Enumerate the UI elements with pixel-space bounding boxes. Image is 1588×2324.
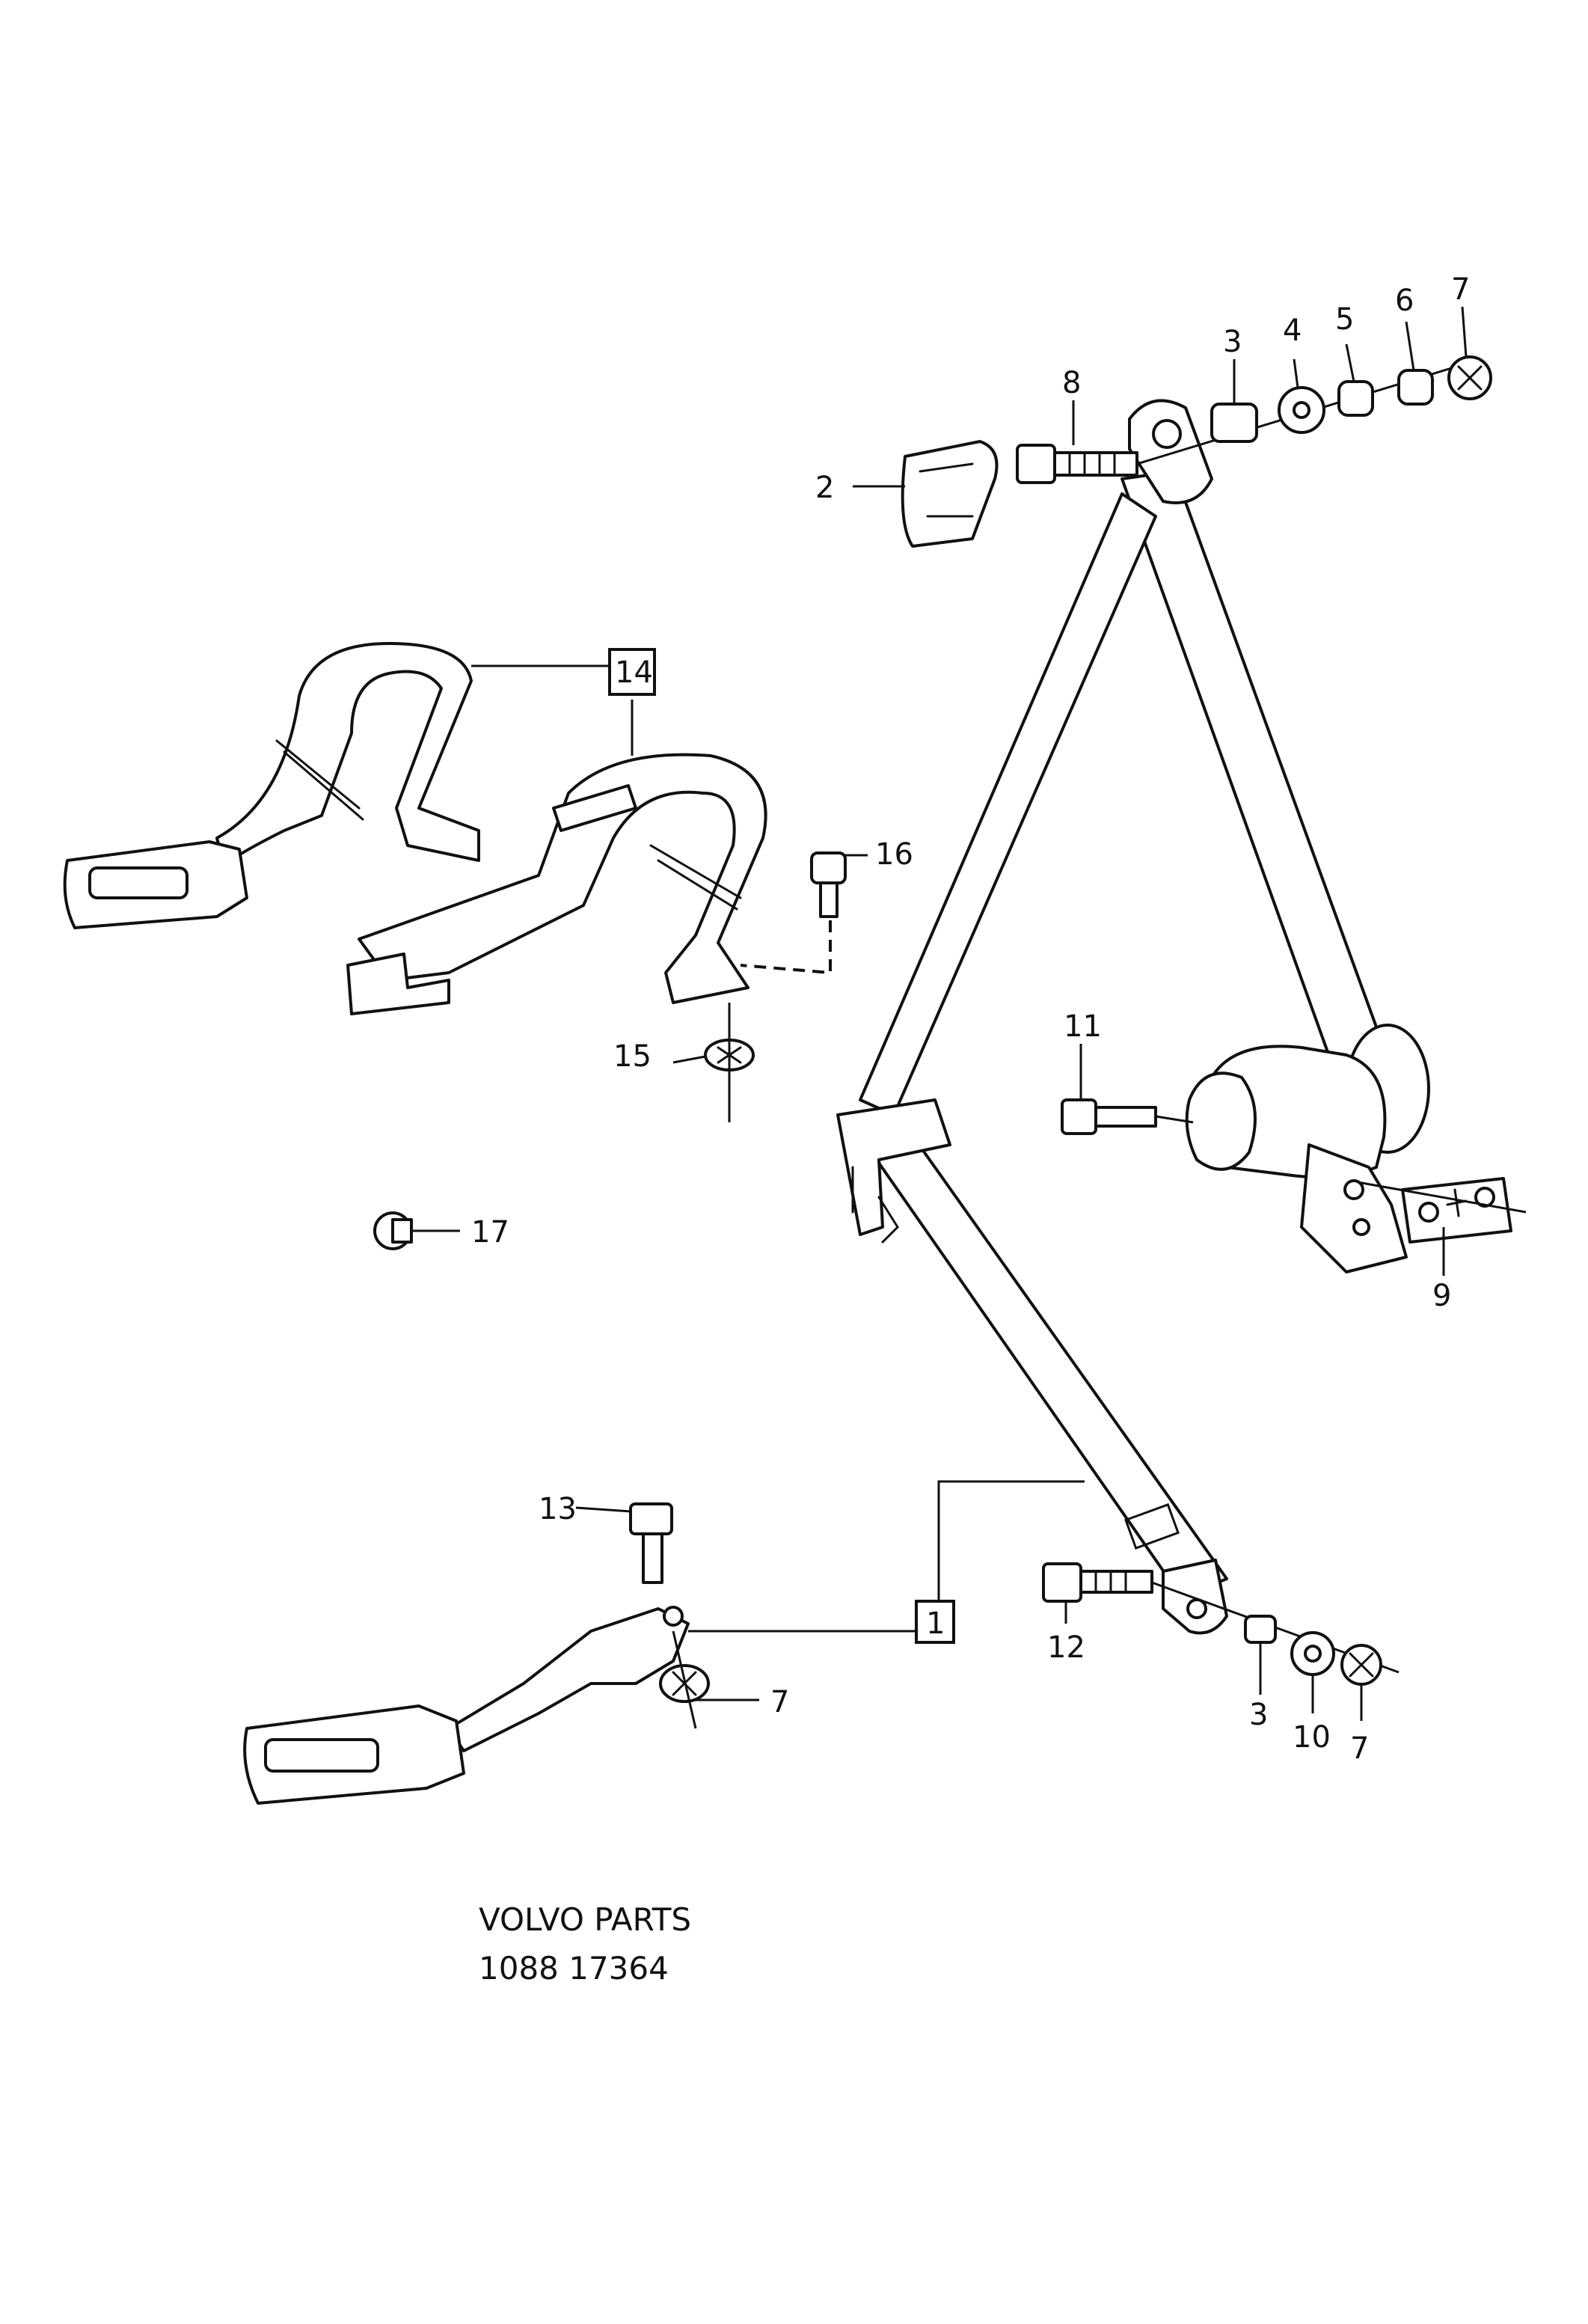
belt-webbing-front [859,492,1157,1116]
spacer [1337,380,1374,417]
lower-clip-nut [1340,1644,1382,1686]
callout-13: 13 [539,1492,577,1526]
center-belt-strap-left [215,642,480,869]
retractor-bolt [1061,1098,1194,1135]
center-belt-clip-nut [704,1003,755,1122]
center-belt-strap-right [358,753,767,1004]
callout-10: 10 [1293,1720,1331,1755]
lower-anchor-plate [1162,1559,1228,1635]
belt-webbing-shoulder [1121,470,1385,1064]
belt-guide-bracket [836,1098,951,1236]
belt-retractor [1185,1024,1430,1273]
washer [1278,386,1325,434]
callout-9: 9 [1432,1279,1451,1313]
callout-1: 1 [926,1606,945,1641]
callout-4: 4 [1283,314,1302,348]
buckle-stalk-assembly [243,1502,710,1805]
center-latch-plate [346,952,450,1015]
lower-anchor-bolt [1042,1562,1400,1674]
callout-box-14 [608,648,656,696]
callout-6: 6 [1395,284,1414,318]
callout-8: 8 [1062,366,1081,400]
callout-7-top: 7 [1451,272,1470,307]
callout-2: 2 [815,471,834,505]
buckle-stalk [447,1607,690,1752]
callout-14: 14 [615,655,653,690]
spacer-sleeve [1210,403,1258,443]
callout-7-front: 7 [770,1685,789,1719]
callout-3-top: 3 [1223,325,1242,359]
buckle-bolt-head [629,1502,673,1535]
callout-7-bottom: 7 [1350,1731,1369,1766]
upper-anchor-plate [1128,399,1213,504]
footer-code: 1088 17364 [479,1950,669,1987]
callout-box-1 [915,1600,955,1644]
lower-spacer-sleeve [1244,1615,1277,1644]
center-lap-belt-assembly [63,642,767,1015]
three-point-belt-assembly [836,399,1430,1635]
cover-plug [373,1211,413,1250]
callout-11: 11 [1064,1009,1102,1044]
callout-17: 17 [471,1215,509,1250]
center-belt-bolt [740,851,847,975]
callout-15: 15 [613,1039,652,1074]
callouts: 1 2 3 4 5 6 7 8 9 11 12 3 10 7 13 7 14 1… [471,272,1470,1766]
clip-nut [1447,355,1492,400]
lower-washer [1290,1631,1335,1676]
callout-12: 12 [1047,1630,1085,1665]
anchor-trim-cover [901,440,999,548]
callout-3-bottom: 3 [1249,1698,1268,1732]
retractor-mounting-plate [1357,1177,1527,1244]
belt-webbing-lap [870,1140,1228,1599]
callout-5: 5 [1335,302,1354,337]
callout-16: 16 [875,837,913,872]
bushing [1397,369,1434,406]
footer-brand: VOLVO PARTS [479,1901,691,1938]
